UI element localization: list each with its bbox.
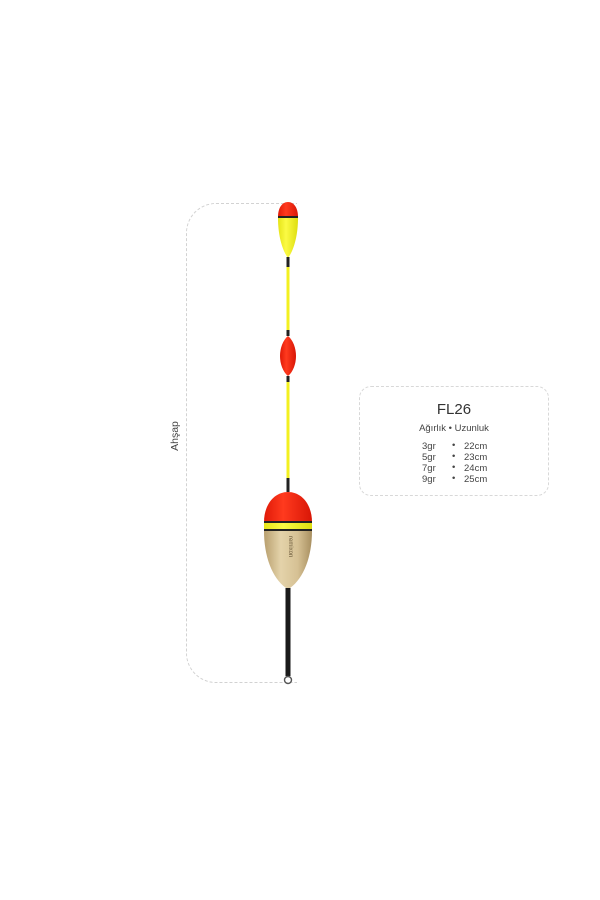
brand-logo: remixon: [287, 536, 293, 557]
spec-row: 3gr • 22cm: [422, 440, 532, 452]
bottom-stem: [285, 588, 291, 676]
spec-separator: •: [452, 440, 456, 451]
spec-weight: 5gr: [422, 452, 436, 463]
spec-row: 5gr • 23cm: [422, 451, 532, 463]
spec-row: 9gr • 25cm: [422, 473, 532, 485]
lower-antenna: [286, 382, 290, 480]
middle-bead: [280, 336, 296, 376]
spec-list: 3gr • 22cm 5gr • 23cm 7gr • 24cm 9gr • 2…: [422, 440, 532, 485]
stem-joint: [286, 257, 290, 267]
eyelet: [283, 675, 293, 685]
spec-row: 7gr • 24cm: [422, 462, 532, 474]
spec-length: 22cm: [464, 441, 488, 452]
spec-separator: •: [452, 451, 456, 462]
length-bracket: [186, 203, 297, 683]
model-title: FL26: [436, 401, 472, 418]
spec-length: 23cm: [464, 452, 488, 463]
spec-length: 24cm: [464, 463, 488, 474]
spec-length: 25cm: [464, 474, 488, 485]
spec-header: Ağırlık • Uzunluk: [419, 423, 489, 434]
float-body: remixon: [264, 492, 312, 588]
upper-antenna: [286, 267, 290, 332]
spec-card: FL26 Ağırlık • Uzunluk 3gr • 22cm 5gr • …: [359, 386, 549, 496]
spec-separator: •: [452, 462, 456, 473]
spec-weight: 7gr: [422, 463, 436, 474]
spec-weight: 3gr: [422, 441, 436, 452]
spec-weight: 9gr: [422, 474, 436, 485]
antenna-tip: [278, 202, 298, 258]
spec-separator: •: [452, 473, 456, 484]
